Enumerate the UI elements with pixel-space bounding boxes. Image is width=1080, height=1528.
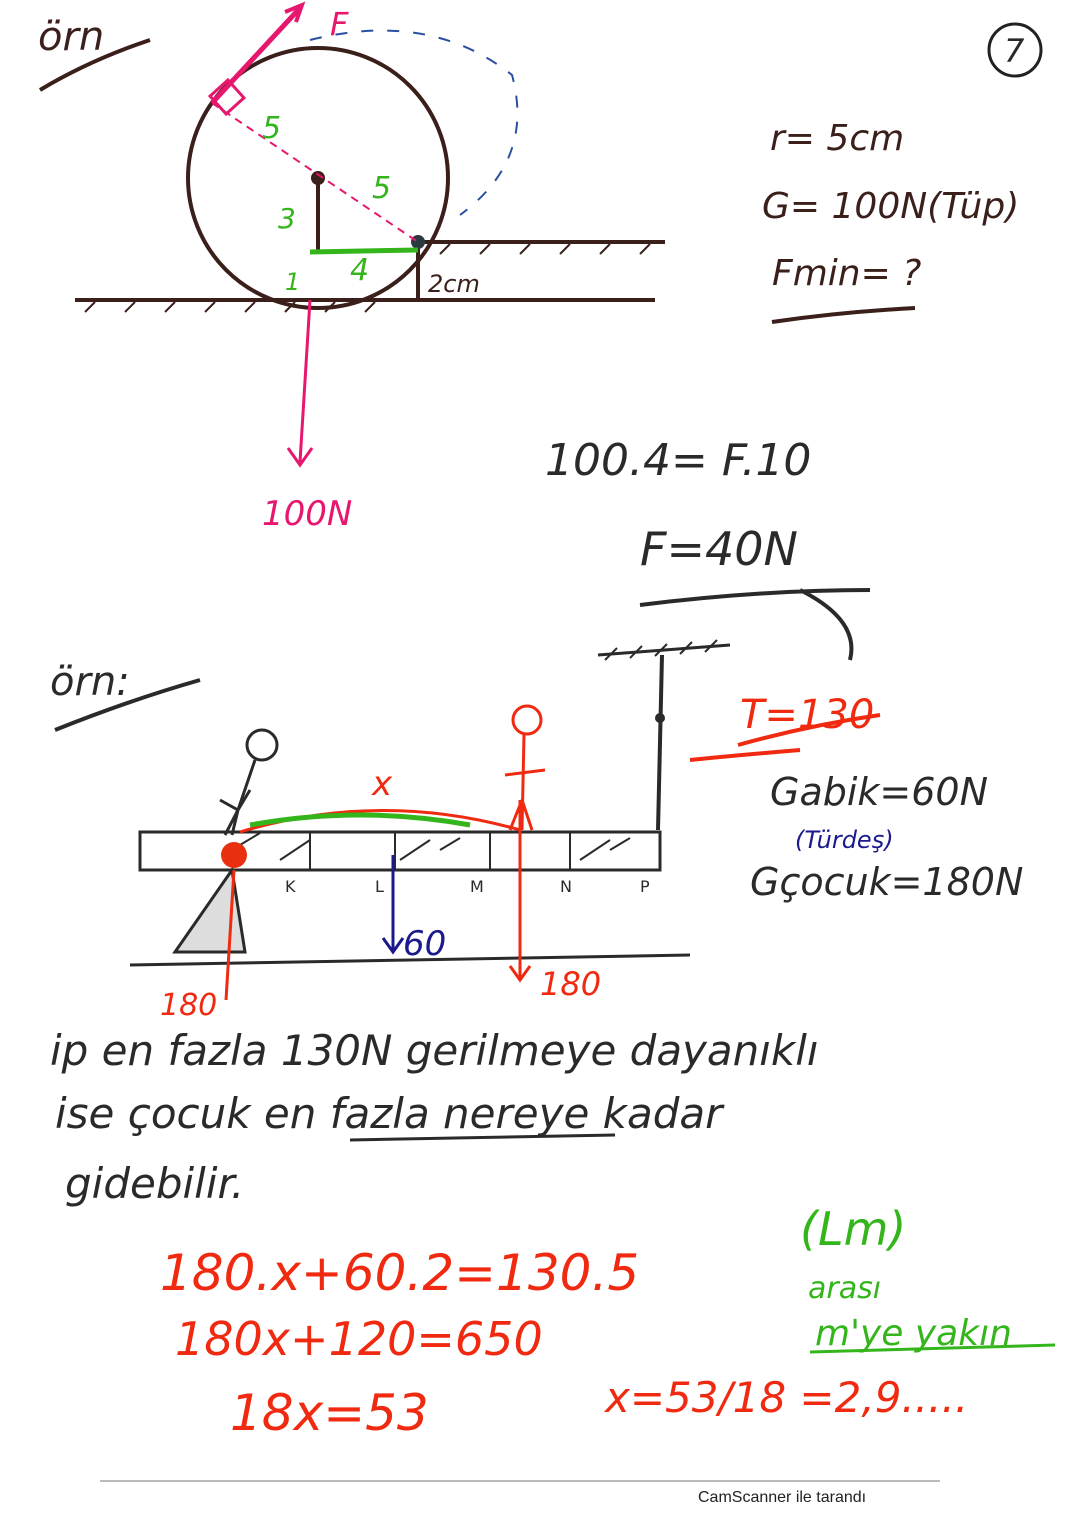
example2-label: örn: bbox=[50, 659, 130, 705]
weight-label: 100N bbox=[262, 494, 352, 534]
question-line: ise çocuk en fazla nereye kadar bbox=[55, 1089, 725, 1138]
point-k: K bbox=[285, 877, 296, 896]
radius-label: 5 bbox=[262, 111, 281, 146]
point-n: N bbox=[560, 877, 572, 896]
given-radius: r= 5cm bbox=[770, 118, 904, 159]
bottom-label: 1 bbox=[285, 268, 300, 296]
page-number-circle: 7 bbox=[987, 22, 1043, 78]
pivot-force-label: 180 bbox=[160, 988, 217, 1023]
vertical-leg-label: 3 bbox=[278, 202, 296, 235]
solution-answer: F=40N bbox=[640, 522, 798, 576]
solution-line: 180.x+60.2=130.5 bbox=[160, 1244, 639, 1302]
scanner-watermark: CamScanner ile tarandı bbox=[698, 1489, 867, 1506]
underline bbox=[689, 713, 881, 762]
horizontal-leg-label: 4 bbox=[350, 253, 369, 288]
question-line: ip en fazla 130N gerilmeye dayanıklı bbox=[50, 1026, 819, 1075]
cylinder-diagram bbox=[75, 1, 665, 468]
step-height-label: 2cm bbox=[428, 270, 480, 298]
solution-answer: x=53/18 =2,9..... bbox=[603, 1373, 968, 1422]
svg-text:7: 7 bbox=[1004, 32, 1025, 70]
plank-weight-label: 60 bbox=[403, 924, 446, 964]
question-line: gidebilir. bbox=[65, 1159, 244, 1208]
solution-line: 18x=53 bbox=[230, 1384, 429, 1442]
answer-note: (Lm) bbox=[800, 1202, 906, 1256]
point-l: L bbox=[375, 877, 384, 896]
given-uniform: (Türdeş) bbox=[795, 826, 894, 854]
underline bbox=[349, 1133, 616, 1142]
label-underline bbox=[38, 38, 151, 92]
underline bbox=[809, 1343, 1056, 1354]
label-underline bbox=[54, 678, 201, 732]
force-label: F bbox=[330, 5, 349, 43]
point-p: P bbox=[640, 877, 650, 896]
given-weight: G= 100N(Tüp) bbox=[762, 186, 1019, 227]
child-weight-label: 180 bbox=[540, 965, 601, 1003]
given-fmin: Fmin= ? bbox=[772, 253, 921, 294]
solution-line: 100.4= F.10 bbox=[545, 435, 811, 486]
underline bbox=[639, 588, 871, 661]
solution-line: 180x+120=650 bbox=[175, 1312, 543, 1366]
radius-label: 5 bbox=[372, 171, 391, 206]
underline bbox=[771, 306, 916, 324]
tension-label: T=130 bbox=[740, 692, 874, 738]
distance-label: x bbox=[371, 764, 393, 804]
answer-note: arası bbox=[808, 1271, 881, 1306]
point-m: M bbox=[470, 877, 484, 896]
given-plank: Gabik=60N bbox=[770, 770, 988, 814]
page-edge bbox=[100, 1480, 940, 1482]
example1-label: örn bbox=[38, 14, 104, 60]
plank-diagram bbox=[129, 639, 731, 1001]
given-child: Gçocuk=180N bbox=[750, 860, 1023, 904]
